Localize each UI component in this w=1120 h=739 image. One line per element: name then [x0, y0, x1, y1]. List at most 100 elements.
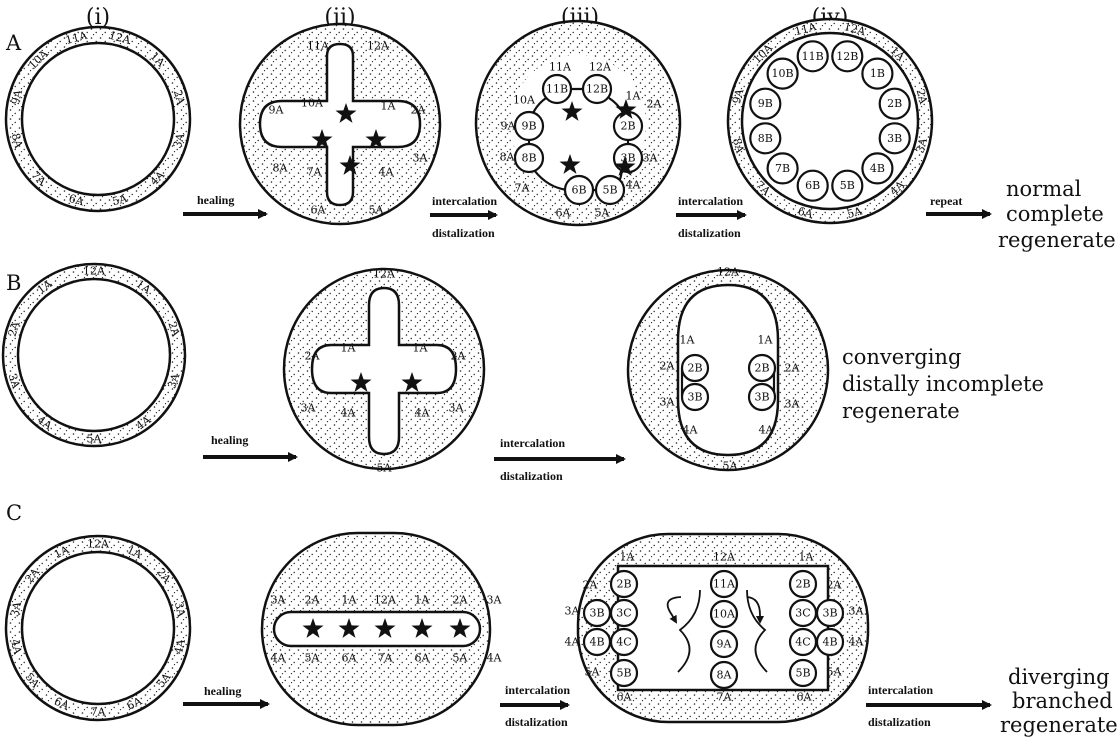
position-label: 7A — [307, 166, 323, 179]
cell-node-label: 4C — [795, 636, 810, 649]
cell-node: 10A — [711, 601, 737, 627]
position-label: 10A — [513, 94, 536, 107]
cell-node-label: 9B — [758, 97, 773, 110]
cell-node: 9B — [515, 112, 543, 140]
ring-position-label: 5A — [87, 433, 103, 446]
position-label: 4A — [379, 166, 395, 179]
svg-text:regenerate: regenerate — [842, 399, 960, 423]
position-label: 1A — [415, 594, 431, 607]
position-label: 3A — [301, 402, 317, 415]
svg-text:healing: healing — [204, 684, 241, 698]
svg-text:branched: branched — [1012, 689, 1113, 713]
position-label: 2A — [305, 350, 321, 363]
position-label: 5A — [377, 462, 393, 475]
cell-node: 3B — [817, 600, 843, 626]
svg-text:distalization: distalization — [500, 469, 563, 483]
row-b-arrow-healing: healing — [203, 433, 296, 457]
position-label: 4A — [849, 636, 865, 649]
cell-node: 6B — [798, 171, 828, 201]
position-label: 4A — [415, 407, 431, 420]
position-label: 1A — [341, 342, 357, 355]
position-label: 5A — [453, 652, 469, 665]
cell-node: 4C — [790, 629, 816, 655]
cell-node: 12B — [583, 75, 611, 103]
cell-node-label: 3B — [887, 132, 902, 145]
position-label: 1A — [758, 334, 774, 347]
cell-node: 4C — [611, 629, 637, 655]
position-label: 5A — [827, 666, 843, 679]
cell-node-label: 4B — [870, 162, 885, 175]
cell-node: 3B — [682, 384, 708, 410]
position-label: 4A — [341, 407, 357, 420]
cell-node-label: 12B — [586, 83, 608, 96]
position-label: 5A — [585, 666, 601, 679]
cell-node-label: 2B — [687, 362, 702, 375]
row-a-arrow-intercalation-2: intercalation distalization — [676, 194, 745, 240]
cell-node-label: 3C — [795, 607, 810, 620]
svg-text:healing: healing — [211, 433, 248, 447]
cell-node: 2B — [749, 355, 775, 381]
cell-node: 2B — [790, 571, 816, 597]
position-label: 11A — [307, 40, 330, 53]
cell-node-label: 2B — [620, 120, 635, 133]
cell-node-label: 2B — [887, 97, 902, 110]
svg-text:distalization: distalization — [678, 226, 741, 240]
cell-node-label: 5B — [840, 179, 855, 192]
position-label: 2A — [785, 362, 801, 375]
position-label: 12A — [717, 266, 740, 279]
svg-text:distalization: distalization — [868, 715, 931, 729]
cell-node-label: 5B — [602, 184, 617, 197]
svg-text:normal: normal — [1006, 177, 1082, 201]
cell-node: 11B — [543, 75, 571, 103]
cell-node-label: 7B — [775, 162, 790, 175]
position-label: 8A — [500, 151, 516, 164]
cell-node-label: 6B — [805, 179, 820, 192]
cell-node: 2B — [611, 571, 637, 597]
cell-node: 12B — [832, 41, 862, 71]
position-label: 3A — [565, 605, 581, 618]
svg-text:intercalation: intercalation — [432, 194, 497, 208]
cell-node: 4B — [817, 629, 843, 655]
row-c-stage-iii: 2B3B3C4B4C5B2B3C3B4C4B5B11A10A9A8A 1A2A3… — [565, 534, 868, 722]
svg-text:distalization: distalization — [432, 226, 495, 240]
cell-node: 5B — [790, 660, 816, 686]
cell-node-label: 2B — [795, 578, 810, 591]
position-label: 4A — [487, 652, 503, 665]
cell-node: 2B — [614, 112, 642, 140]
row-b-arrow-intercalation: intercalation distalization — [494, 436, 624, 483]
position-label: 1A — [626, 90, 642, 103]
position-label: 12A — [367, 40, 390, 53]
cell-node: 2B — [880, 89, 910, 119]
svg-text:intercalation: intercalation — [678, 194, 743, 208]
cell-node-label: 3B — [754, 391, 769, 404]
ring-position-label: 12A — [87, 538, 110, 551]
cell-node-label: 3B — [687, 391, 702, 404]
position-label: 1A — [342, 594, 358, 607]
cell-node-label: 8B — [521, 152, 536, 165]
cell-node: 3C — [790, 600, 816, 626]
position-label: 10A — [301, 97, 324, 110]
svg-text:repeat: repeat — [930, 194, 962, 208]
position-label: 12A — [373, 268, 396, 281]
svg-text:converging: converging — [842, 345, 961, 369]
cell-node-label: 3C — [616, 607, 631, 620]
svg-text:regenerate: regenerate — [998, 228, 1116, 252]
position-label: 12A — [713, 551, 736, 564]
position-label: 6A — [342, 652, 358, 665]
cell-node: 10B — [768, 59, 798, 89]
cell-node-label: 4C — [616, 636, 631, 649]
cell-node-label: 6B — [571, 184, 586, 197]
svg-text:distally incomplete: distally incomplete — [842, 372, 1044, 396]
cell-node-label: 2B — [616, 578, 631, 591]
row-c-result: diverging branched regenerate — [1000, 665, 1118, 737]
position-label: 5A — [723, 460, 739, 473]
position-label: 3A — [785, 398, 801, 411]
position-label: 3A — [660, 396, 676, 409]
position-label: 4A — [271, 652, 287, 665]
ring-position-label: 12A — [83, 265, 106, 278]
position-label: 2A — [453, 594, 469, 607]
cell-node: 9A — [711, 631, 737, 657]
